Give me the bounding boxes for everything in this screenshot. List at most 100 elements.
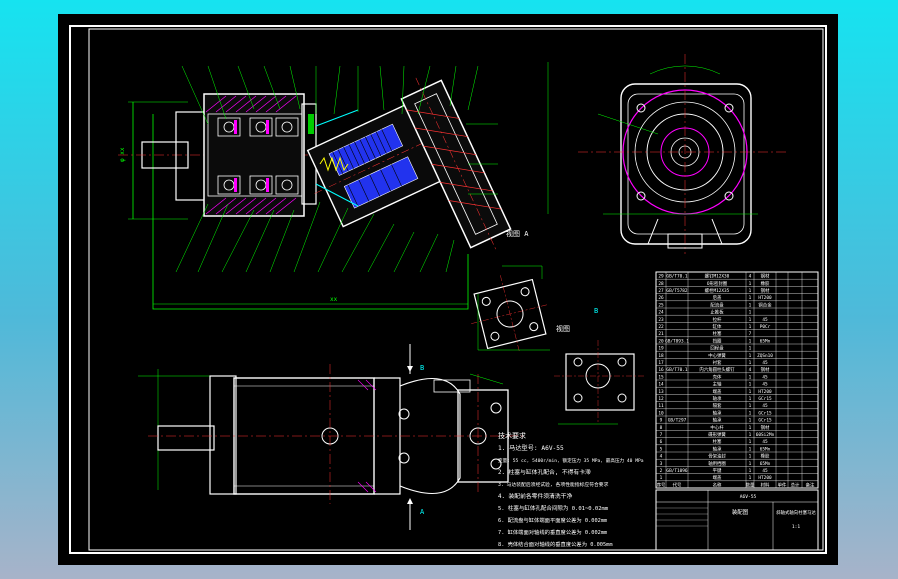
bom-cell: 1	[749, 461, 752, 467]
bom-cell: 13	[658, 389, 664, 395]
bom-cell: 65Mn	[760, 446, 771, 452]
bom-cell: 轴承	[713, 417, 722, 424]
bom-cell: 60Si2Mn	[756, 432, 775, 438]
bom-header-cell: 名称	[713, 481, 722, 488]
bom-cell: 中心杆	[710, 424, 724, 431]
bom-cell: 1	[749, 382, 752, 388]
bom-cell: 10	[658, 410, 664, 416]
bom-cell: 4	[749, 367, 752, 373]
bom-cell: 27	[658, 288, 664, 294]
bom-cell: GB/T70.1	[666, 274, 688, 280]
note-line: 8. 壳体结合面对轴线的垂直度公差为 0.005mm	[498, 540, 613, 548]
bom-cell: 7	[749, 331, 752, 337]
note-line: 6. 配流盘与缸体端面平面度公差为 0.002mm	[498, 516, 607, 524]
bom-cell: 1	[749, 310, 752, 316]
bom-cell: 铜合金	[758, 301, 772, 308]
bom-cell: 隔套	[713, 402, 722, 409]
bom-cell: 1	[749, 475, 752, 481]
bom-cell: 挡圈	[713, 337, 722, 344]
bom-cell: 橡胶	[761, 453, 770, 460]
bom-cell: 45	[762, 468, 768, 474]
view-a-label: 视图 A	[506, 229, 529, 238]
bom-cell: GB/T1096	[666, 468, 688, 474]
bom-cell: 1	[749, 324, 752, 330]
bom-cell: 22	[658, 324, 664, 330]
bom-cell: 45	[762, 439, 768, 445]
bom-cell: 1	[749, 353, 752, 359]
bom-cell: 1	[749, 389, 752, 395]
bom-cell: 24	[658, 310, 664, 316]
note-line: 变量: 55 cc, 5400r/min, 额定压力 35 MPa, 最高压力 …	[498, 457, 644, 464]
bom-cell: 18	[658, 353, 664, 359]
bom-cell: 4	[660, 454, 663, 460]
cad-viewport[interactable]: φ xx xx	[58, 14, 838, 565]
bom-cell: 内六角圆柱头螺钉	[699, 366, 735, 373]
bom-cell: HT200	[758, 389, 772, 395]
bom-cell: GB/T70.1	[666, 367, 688, 373]
bom-cell: 螺栓M12X35	[705, 287, 730, 294]
bom-cell: 17	[658, 360, 664, 366]
note-line: 2. 柱塞与缸体孔配合, 不得有卡滞	[498, 468, 591, 476]
inner-frame	[88, 28, 824, 551]
assembly-drawing: φ xx xx	[69, 25, 827, 554]
main-section-view: φ xx xx	[118, 65, 512, 310]
assembly-label: 装配图	[732, 508, 748, 516]
note-line: 1. 马达型号: A6V-55	[498, 444, 564, 452]
bom-cell: 23	[658, 317, 664, 323]
bom-cell: 钢材	[761, 366, 770, 373]
bom-cell: 轴用挡圈	[708, 460, 726, 467]
bom-cell: 端盖	[713, 388, 722, 395]
view-b: 视图 B	[554, 307, 644, 425]
bom-cell: 钢材	[761, 273, 770, 280]
technical-notes: 技术要求 1. 马达型号: A6V-55 变量: 55 cc, 5400r/mi…	[498, 431, 644, 548]
bom-cell: 主轴	[713, 381, 722, 388]
bom-cell: 1	[749, 439, 752, 445]
bom-cell: 1	[749, 432, 752, 438]
part-leaders	[175, 65, 498, 273]
side-view: B A	[138, 344, 526, 530]
bom-cell: 1	[749, 468, 752, 474]
bom-cell: 45	[762, 374, 768, 380]
bom-cell: 1	[749, 302, 752, 308]
section-letter-top: B	[420, 364, 424, 372]
bom-cell: GCr15	[758, 396, 772, 402]
bom-cell: 45	[762, 403, 768, 409]
bom-cell: 65Mn	[760, 461, 771, 467]
bom-header-cell: 备注	[806, 481, 815, 488]
bom-cell: 12	[658, 396, 664, 402]
bom-cell: 8	[660, 425, 663, 431]
bom-cell: 1	[749, 338, 752, 344]
bom-cell: 螺钉M12X30	[705, 273, 730, 280]
bom-cell: 柱塞	[713, 330, 722, 337]
bom-cell: 橡胶	[761, 280, 770, 287]
bom-cell: 6	[660, 439, 663, 445]
drawing-scale: 1:1	[792, 524, 801, 530]
bom-cell: 3	[660, 461, 663, 467]
bom-cell: 平键	[713, 467, 722, 474]
bom-cell: 45	[762, 360, 768, 366]
bom-cell: 轴承	[713, 395, 722, 402]
bom-header-cell: 材料	[761, 481, 770, 488]
bom-header-cell: 单件	[778, 481, 787, 488]
bom-cell: 1	[749, 418, 752, 424]
bom-cell: 20	[658, 338, 664, 344]
bom-cell: 1	[749, 403, 752, 409]
notes-title: 技术要求	[498, 431, 526, 440]
bom-cell: 28	[658, 281, 664, 287]
bom-cell: 轴承	[713, 445, 722, 452]
bom-cell: 骨架油封	[708, 453, 726, 460]
drawing-number: A6V-55	[740, 494, 757, 500]
bom-cell: 65Mn	[760, 338, 771, 344]
bom-header-cell: 序号	[657, 481, 666, 488]
bom-cell: 后盖	[713, 294, 722, 301]
bom-cell: 1	[749, 288, 752, 294]
bom-cell: 1	[749, 360, 752, 366]
bom-cell: 轴承	[713, 409, 722, 416]
outer-frame	[69, 25, 827, 554]
bom-cell: 衬套	[713, 359, 722, 366]
bom-cell: 29	[658, 274, 664, 280]
bom-cell: HT200	[758, 295, 772, 301]
bom-cell: GB/T297	[668, 418, 687, 424]
bom-cell: 1	[749, 295, 752, 301]
